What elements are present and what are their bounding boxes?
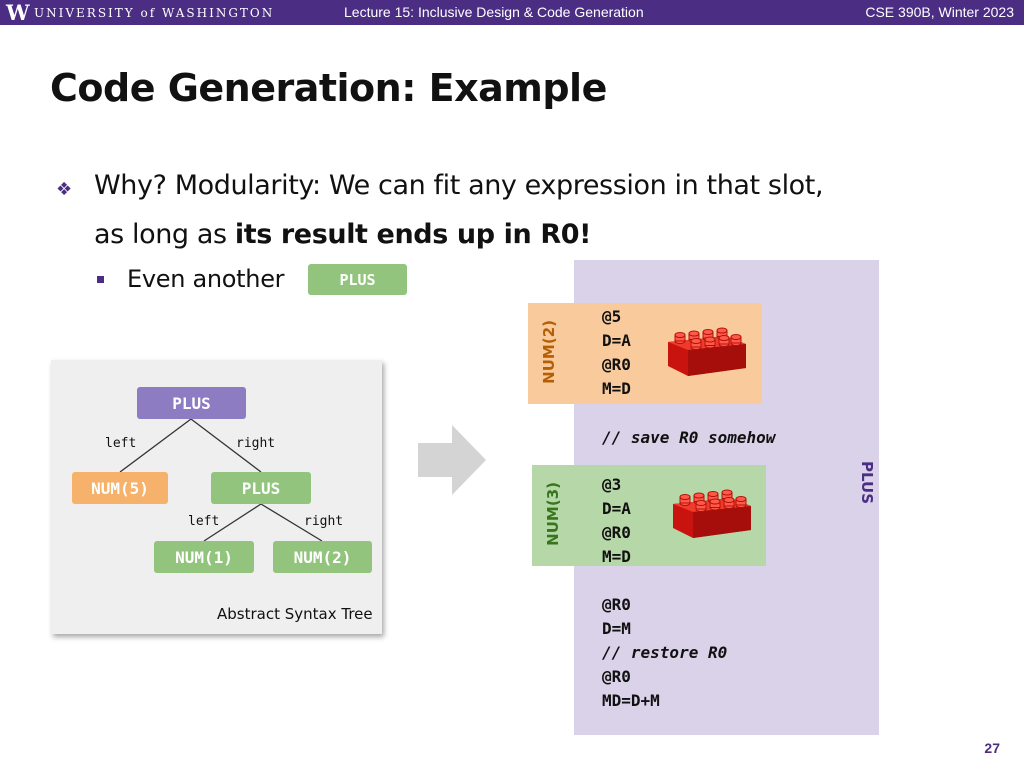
plus-panel-label: PLUS xyxy=(858,461,876,505)
code-line: @R0 xyxy=(602,523,631,542)
square-bullet-icon xyxy=(97,276,104,283)
code-line: M=D xyxy=(602,379,631,398)
bullet-line-1: Why? Modularity: We can fit any expressi… xyxy=(94,170,824,201)
university-name: UNIVERSITY of WASHINGTON xyxy=(34,6,275,20)
ast-root-plus-node: PLUS xyxy=(137,387,246,419)
lego-brick-icon xyxy=(673,489,751,538)
ast-root-right-label: right xyxy=(236,436,276,451)
ast-caption: Abstract Syntax Tree xyxy=(217,605,373,623)
slide-title: Code Generation: Example xyxy=(50,66,607,110)
sub-bullet-text: Even another xyxy=(127,265,285,293)
ast-inner-right-label: right xyxy=(304,514,344,529)
ast-root-left-label: left xyxy=(105,436,137,451)
bullet-line-2-bold: its result ends up in R0! xyxy=(234,219,592,250)
header-bar: W UNIVERSITY of WASHINGTON Lecture 15: I… xyxy=(0,0,1024,25)
lego-brick-icon xyxy=(668,327,746,376)
bullet-line-2-plain: as long as xyxy=(94,219,235,250)
code-line: M=D xyxy=(602,547,631,566)
ast-num5-node: NUM(5) xyxy=(72,472,168,504)
code-line: @R0 xyxy=(602,667,631,686)
code-line: @R0 xyxy=(602,355,631,374)
save-r0-comment: // save R0 somehow xyxy=(602,428,776,447)
page-number: 27 xyxy=(984,740,1000,756)
ast-inner-plus-node: PLUS xyxy=(211,472,311,504)
sub-bullet-plus-pill: PLUS xyxy=(308,264,407,295)
lecture-title: Lecture 15: Inclusive Design & Code Gene… xyxy=(344,4,644,20)
ast-inner-left-label: left xyxy=(188,514,220,529)
code-line: D=A xyxy=(602,331,631,350)
ast-num1-node: NUM(1) xyxy=(154,541,254,573)
num3-label: NUM(3) xyxy=(544,482,562,546)
uw-logo-icon: W xyxy=(6,0,30,25)
course-name: CSE 390B, Winter 2023 xyxy=(865,4,1014,20)
code-line: D=M xyxy=(602,619,631,638)
right-arrow-icon xyxy=(418,425,486,495)
diamond-bullet-icon: ❖ xyxy=(56,179,73,200)
ast-num2-node: NUM(2) xyxy=(273,541,372,573)
code-line: @5 xyxy=(602,307,622,326)
bullet-line-2: as long as its result ends up in R0! xyxy=(94,219,591,250)
code-line: @R0 xyxy=(602,595,631,614)
code-line: D=A xyxy=(602,499,631,518)
restore-r0-comment: // restore R0 xyxy=(602,643,728,662)
num2-label: NUM(2) xyxy=(540,320,558,384)
code-line: MD=D+M xyxy=(602,691,660,710)
code-line: @3 xyxy=(602,475,622,494)
